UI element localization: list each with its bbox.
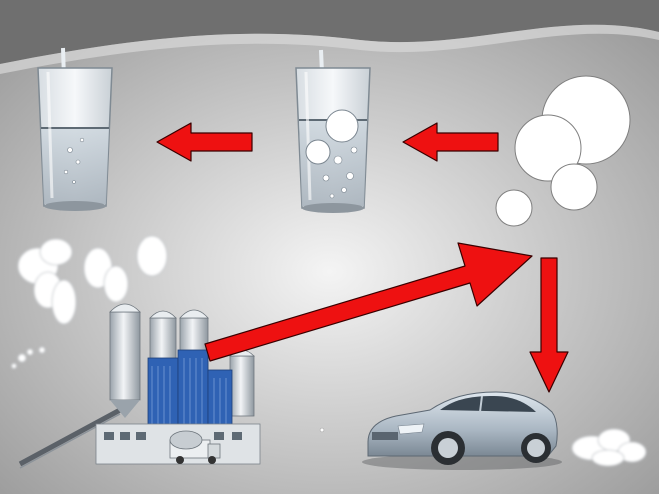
- car-exhaust: [571, 428, 647, 467]
- plant-smoke: [11, 235, 168, 369]
- arrow-plant-to-clouds: [204, 242, 533, 362]
- arrow-clouds-to-car: [529, 257, 569, 393]
- glass-plain-water: [37, 47, 113, 211]
- mixer-truck: [169, 430, 221, 464]
- glass-fizzy-water: [295, 49, 371, 213]
- arrows: [156, 122, 569, 393]
- background-swoosh: [0, 0, 659, 64]
- concrete-plant: [11, 235, 261, 469]
- arrow-clouds-to-fizzy-glass: [402, 122, 499, 162]
- car: [319, 391, 647, 470]
- background-swoosh-highlight: [0, 24, 659, 74]
- arrow-fizzy-to-plain-glass: [156, 122, 253, 162]
- cloud-puffs: [495, 75, 631, 227]
